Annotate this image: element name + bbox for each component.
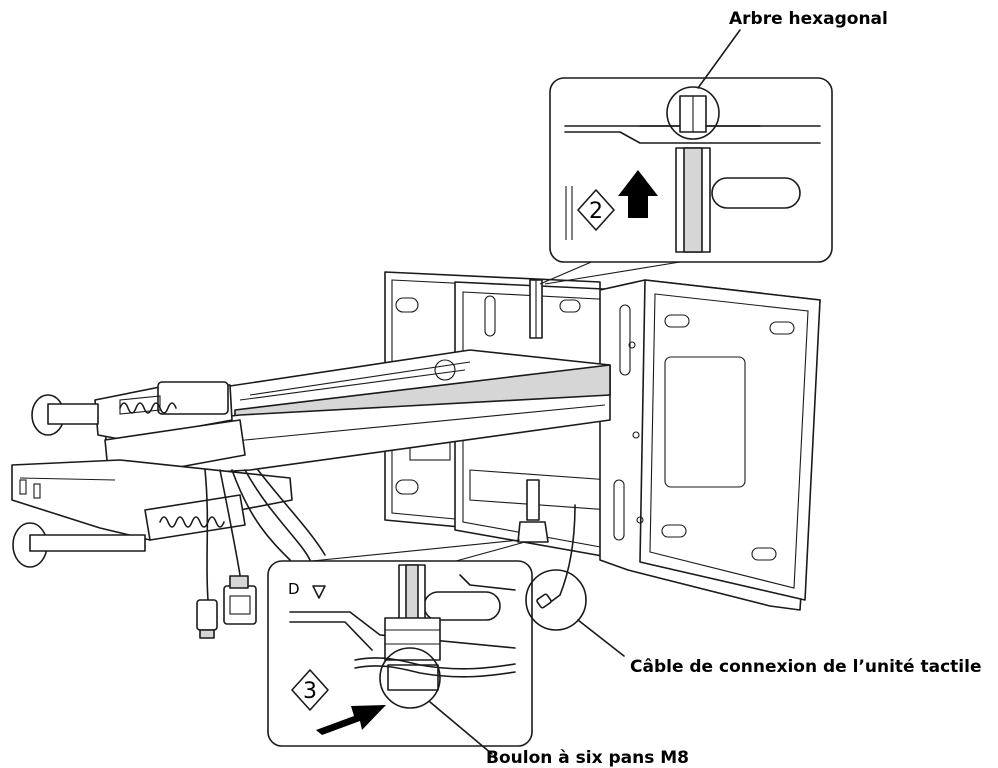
- arrow-up-icon: [618, 170, 658, 218]
- label-hex-bolt: Boulon à six pans M8: [486, 748, 689, 768]
- marker-d: D: [288, 580, 300, 598]
- bracket-assembly: [11, 271, 821, 639]
- inset-hex-bolt: D 3: [267, 539, 533, 747]
- label-hex-shaft: Arbre hexagonal: [729, 9, 888, 29]
- step-number-2: 2: [589, 199, 603, 224]
- callout-circle: [666, 86, 720, 140]
- callout-circle-cable: [525, 569, 587, 631]
- callout-circle-bolt: [379, 647, 441, 709]
- label-touch-cable: Câble de connexion de l’unité tactile: [630, 657, 982, 677]
- inset-hex-shaft: 2: [539, 77, 833, 285]
- step-number-3: 3: [303, 679, 317, 704]
- triangle-marker-icon: [312, 585, 326, 599]
- step-diamond-icon-3: [291, 669, 329, 711]
- arrow-right-icon: [316, 705, 386, 735]
- step-diamond-icon: [577, 189, 615, 231]
